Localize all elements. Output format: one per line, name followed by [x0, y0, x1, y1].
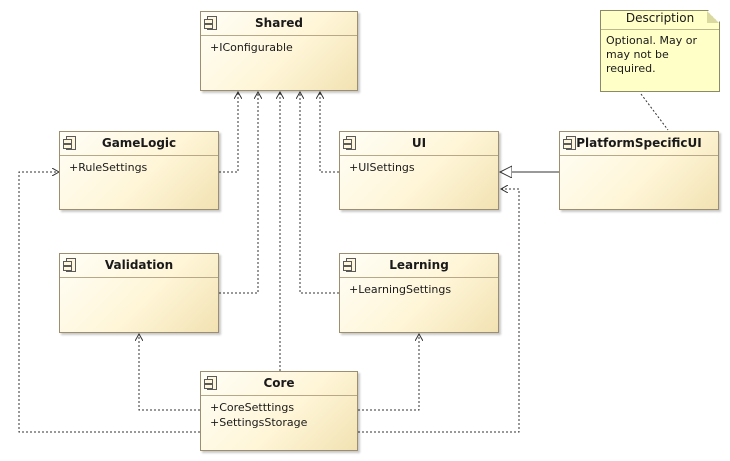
dependency-core-ui: [358, 189, 520, 433]
note-line: required.: [606, 62, 656, 75]
component-name: GameLogic: [101, 136, 177, 150]
component-member: +SettingsStorage: [210, 416, 308, 429]
component-name: PlatformSpecificUI: [576, 136, 702, 150]
dependency-ui-shared: [320, 92, 339, 173]
component-icon: [563, 136, 576, 150]
component-icon: [63, 258, 76, 272]
note-line: may not be: [606, 48, 669, 61]
dependency-gamelogic-shared: [219, 92, 238, 173]
dependency-note-platformui: [640, 93, 669, 131]
component-member: +UISettings: [349, 161, 415, 174]
dependency-core-validation: [139, 334, 200, 411]
note-line: Optional. May or: [606, 34, 697, 47]
component-learning[interactable]: Learning +LearningSettings: [339, 253, 499, 333]
component-icon: [204, 16, 217, 30]
dependency-core-gamelogic: [18, 172, 200, 433]
component-icon: [63, 136, 76, 150]
component-platformspecificui[interactable]: PlatformSpecificUI: [559, 131, 719, 210]
component-name: Learning: [389, 258, 449, 272]
dependency-core-learning: [358, 334, 419, 411]
component-member: +CoreSetttings: [210, 401, 295, 414]
component-icon: [204, 376, 217, 390]
component-icon: [343, 258, 356, 272]
component-name: Validation: [104, 258, 174, 272]
component-core[interactable]: Core +CoreSetttings +SettingsStorage: [200, 371, 358, 451]
component-ui[interactable]: UI +UISettings: [339, 131, 499, 210]
component-member: +LearningSettings: [349, 283, 452, 296]
component-name: Shared: [255, 16, 303, 30]
component-name: Core: [263, 376, 295, 390]
dependency-learning-shared: [300, 92, 339, 294]
component-validation[interactable]: Validation: [59, 253, 219, 333]
component-member: +RuleSettings: [69, 161, 148, 174]
description-note[interactable]: Description Optional. May or may not be …: [600, 10, 720, 92]
component-name: UI: [411, 136, 427, 150]
component-icon: [343, 136, 356, 150]
component-gamelogic[interactable]: GameLogic +RuleSettings: [59, 131, 219, 210]
component-shared[interactable]: Shared +IConfigurable: [200, 11, 358, 91]
component-member: +IConfigurable: [210, 41, 293, 54]
note-title: Description: [601, 11, 719, 30]
dependency-validation-shared: [219, 92, 258, 294]
